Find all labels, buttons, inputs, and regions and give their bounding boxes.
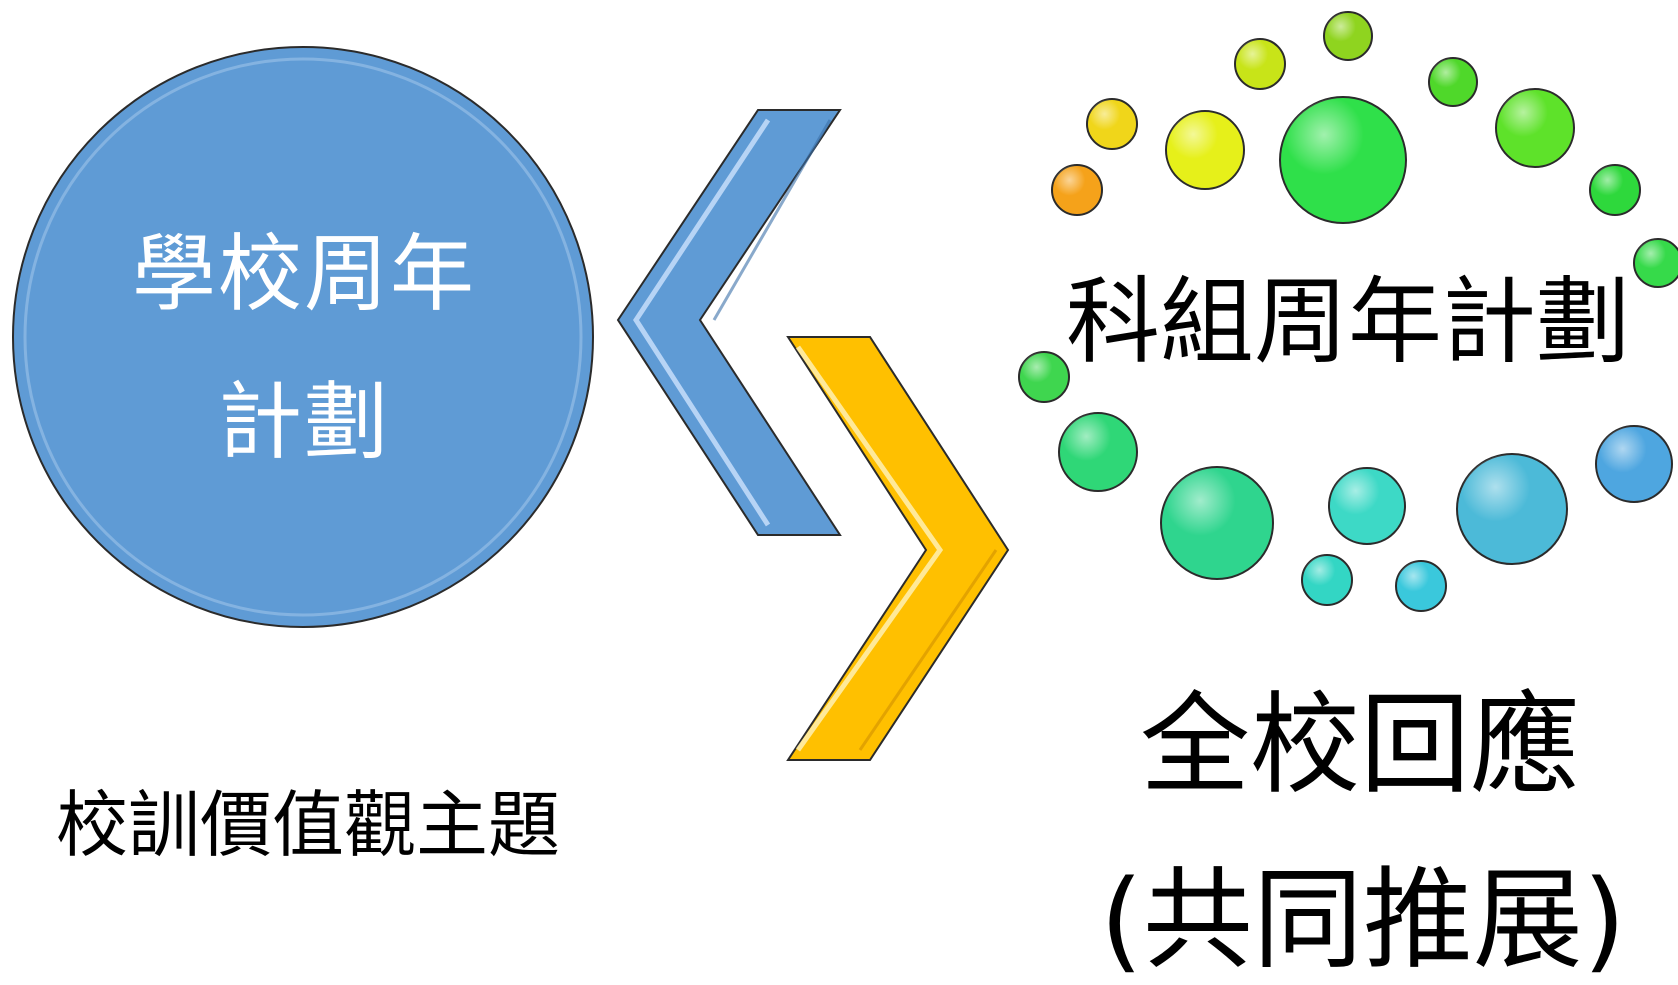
bubble [1086, 98, 1138, 150]
school-response-line2: (共同推展) [1100, 856, 1626, 984]
school-plan-label: 學校周年 計劃 [14, 200, 594, 496]
bubble [1018, 351, 1070, 403]
bubble [1633, 238, 1678, 288]
bubble-ring [1018, 11, 1678, 612]
bubble [1495, 88, 1575, 168]
bubble [1589, 164, 1641, 216]
department-plan-label: 科組周年計劃 [1066, 268, 1631, 377]
bubble [1279, 96, 1407, 224]
bubble [1328, 467, 1406, 545]
bubble [1323, 11, 1373, 61]
bubble [1058, 412, 1138, 492]
chevron-right-gold [786, 336, 1010, 761]
bubble [1160, 466, 1274, 580]
bubble [1301, 554, 1353, 606]
bubble [1165, 110, 1245, 190]
chevron-left-blue [616, 109, 842, 536]
bubble [1051, 164, 1103, 216]
bubble [1428, 57, 1478, 107]
bubble [1456, 453, 1568, 565]
school-plan-line2: 計劃 [217, 373, 390, 471]
school-plan-line1: 學校周年 [131, 225, 476, 323]
motto-values-label: 校訓價值觀主題 [56, 783, 561, 867]
school-plan-circle [12, 46, 594, 628]
school-response-line1: 全校回應 [1140, 681, 1580, 809]
bubble [1395, 560, 1447, 612]
bubble [1595, 425, 1673, 503]
bubble [1234, 38, 1286, 90]
